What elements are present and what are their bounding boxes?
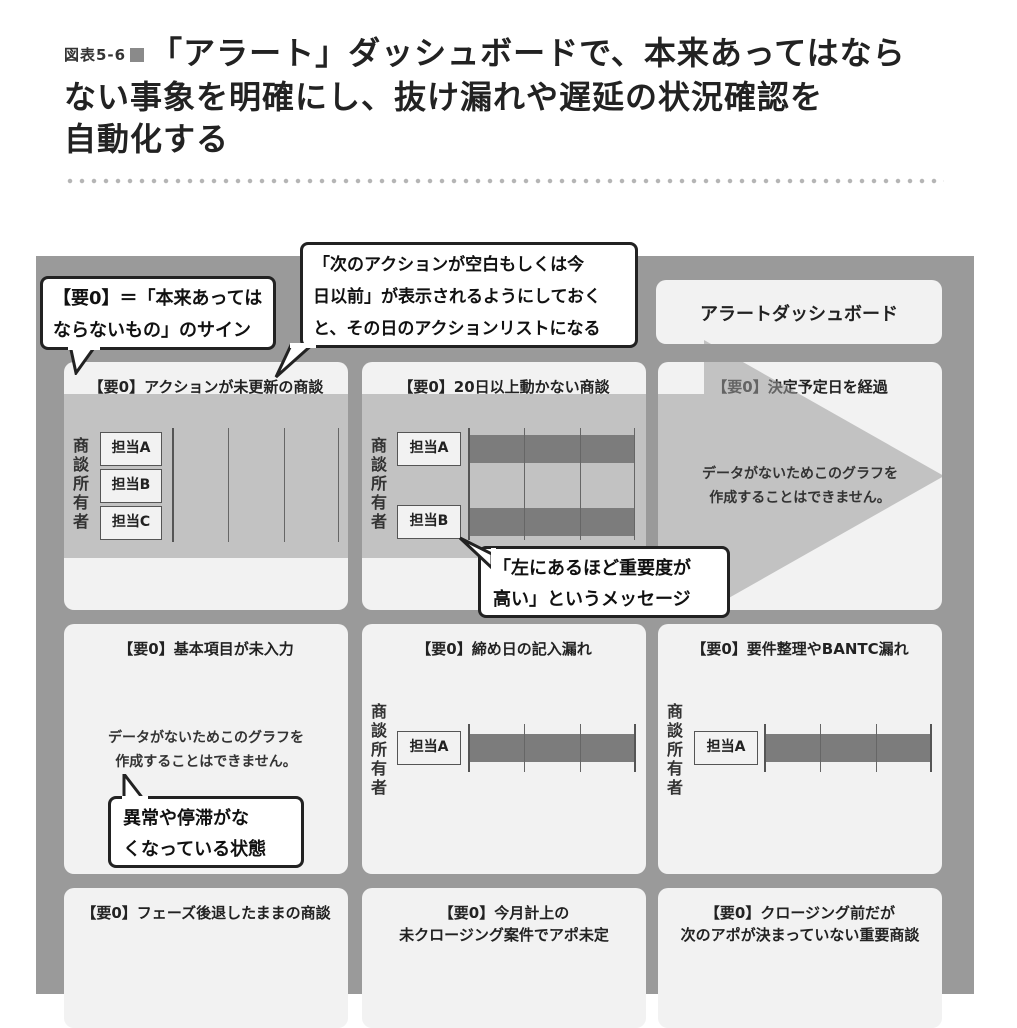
callout-action-list: 「次のアクションが空白もしくは今 日以前」が表示されるようにしておく と、その日…	[300, 242, 638, 348]
chart-end-line	[930, 724, 932, 772]
callout-tail	[68, 345, 100, 375]
gridline	[580, 428, 581, 540]
callout-priority: 「左にあるほど重要度が 高い」というメッセージ	[478, 546, 730, 618]
callout-tail	[458, 536, 496, 570]
figure-title-line-1: 図表5-6「アラート」ダッシュボードで、本来あってはなら	[64, 34, 906, 72]
figure-label: 図表5-6	[64, 46, 127, 64]
panel-title: 【要0】締め日の記入漏れ	[416, 640, 592, 658]
panel-title: 【要0】クロージング前だが 次のアポが決まっていない重要商談	[680, 904, 920, 944]
panel-title: 【要0】アクションが未更新の商談	[88, 378, 324, 396]
owner-label: 担当C	[100, 506, 162, 540]
square-icon	[130, 48, 145, 62]
dashboard-title: アラートダッシュボード	[700, 304, 898, 325]
gridline	[524, 724, 525, 772]
data-bar	[470, 734, 634, 762]
panel-phase-regressed: 【要0】フェーズ後退したままの商談	[64, 888, 348, 1028]
y-axis-label: 商談所有者	[370, 436, 387, 531]
gridline	[820, 724, 821, 772]
gridline	[228, 428, 229, 542]
dashboard-title-box: アラートダッシュボード	[656, 280, 942, 344]
panel-title: 【要0】今月計上の 未クロージング案件でアポ未定	[399, 904, 609, 944]
data-bar	[470, 508, 634, 536]
chart-axis-line	[468, 428, 470, 540]
panel-title: 【要0】基本項目が未入力	[118, 640, 294, 658]
gridline	[876, 724, 877, 772]
arrow-shape	[64, 340, 944, 612]
panel-title: 【要0】20日以上動かない商談	[398, 378, 610, 396]
owner-label: 担当B	[397, 505, 461, 539]
panel-no-appointment: 【要0】今月計上の 未クロージング案件でアポ未定	[362, 888, 646, 1028]
chart-axis-line	[172, 428, 174, 542]
dotted-divider	[64, 178, 944, 184]
owner-label: 担当B	[100, 469, 162, 503]
data-bar	[470, 435, 634, 463]
gridline	[284, 428, 285, 542]
callout-tail	[274, 343, 316, 379]
gridline	[338, 428, 339, 542]
panel-title: 【要0】フェーズ後退したままの商談	[81, 904, 331, 922]
data-bar	[766, 734, 930, 762]
figure-header: 図表5-6「アラート」ダッシュボードで、本来あってはなら ない事象を明確にし、抜…	[64, 32, 964, 160]
owner-label: 担当A	[397, 432, 461, 466]
figure-title-line-2: ない事象を明確にし、抜け漏れや遅延の状況確認を	[64, 78, 824, 116]
panel-important-no-next-appointment: 【要0】クロージング前だが 次のアポが決まっていない重要商談	[658, 888, 942, 1028]
gridline	[580, 724, 581, 772]
chart-axis-line	[468, 724, 470, 772]
callout-anomaly-state: 異常や停滞がな くなっている状態	[108, 796, 304, 868]
chart-end-line	[634, 724, 636, 772]
priority-arrow	[64, 340, 944, 612]
owner-label: 担当A	[100, 432, 162, 466]
owner-label: 担当A	[397, 731, 461, 765]
callout-youzero-sign: 【要0】＝「本来あっては ならないもの」のサイン	[40, 276, 276, 350]
y-axis-label: 商談所有者	[72, 436, 89, 531]
chart-axis-line	[764, 724, 766, 772]
gridline	[524, 428, 525, 540]
owner-label: 担当A	[694, 731, 758, 765]
y-axis-label: 商談所有者	[370, 702, 387, 797]
y-axis-label: 商談所有者	[666, 702, 683, 797]
no-data-message: データがないためこのグラフを 作成することはできません。	[702, 466, 898, 506]
figure-title-line-3: 自動化する	[64, 120, 230, 158]
panel-title: 【要0】要件整理やBANTC漏れ	[691, 640, 909, 658]
no-data-message: データがないためこのグラフを 作成することはできません。	[108, 730, 304, 770]
callout-tail	[122, 774, 148, 802]
gridline	[634, 428, 635, 540]
